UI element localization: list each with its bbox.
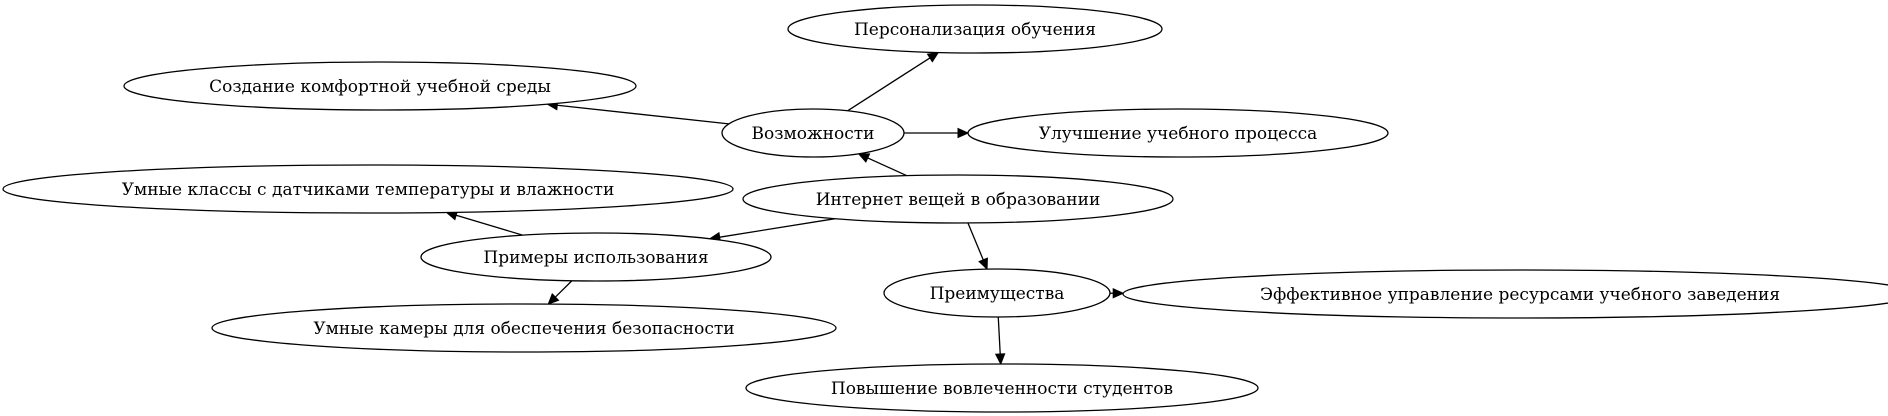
arrowhead-icon <box>994 353 1006 366</box>
node-smart-classes[interactable]: Умные классы с датчиками температуры и в… <box>2 164 734 214</box>
arrowhead-icon <box>978 257 988 271</box>
edge-opportunities-to-improvement <box>904 127 970 139</box>
node-label: Умные камеры для обеспечения безопасност… <box>313 319 734 339</box>
arrowhead-icon <box>957 127 970 139</box>
node-comfort[interactable]: Создание комфортной учебной среды <box>123 61 637 111</box>
edge-line <box>847 57 931 112</box>
arrowhead-icon <box>547 292 560 305</box>
edge-iot-to-opportunities <box>857 153 908 177</box>
node-engagement[interactable]: Повышение вовлеченности студентов <box>745 363 1259 413</box>
edge-line <box>557 104 729 125</box>
node-advantages[interactable]: Преимущества <box>883 268 1111 318</box>
node-iot[interactable]: Интернет вещей в образовании <box>742 174 1174 224</box>
edge-opportunities-to-personalization <box>847 51 940 112</box>
node-label: Персонализация обучения <box>854 20 1096 40</box>
node-label: Повышение вовлеченности студентов <box>831 379 1173 399</box>
edge-line <box>719 218 836 238</box>
node-examples[interactable]: Примеры использования <box>420 232 772 282</box>
node-opportunities[interactable]: Возможности <box>721 108 905 158</box>
edge-line <box>967 222 984 261</box>
node-label: Эффективное управление ресурсами учебног… <box>1260 285 1780 305</box>
node-label: Примеры использования <box>483 248 708 268</box>
arrowhead-icon <box>857 153 871 163</box>
node-resources[interactable]: Эффективное управление ресурсами учебног… <box>1122 269 1888 319</box>
node-label: Возможности <box>752 124 875 144</box>
node-label: Умные классы с датчиками температуры и в… <box>122 180 615 200</box>
edge-line <box>997 316 1001 355</box>
node-label: Преимущества <box>930 284 1065 304</box>
node-improvement[interactable]: Улучшение учебного процесса <box>967 108 1389 158</box>
arrowhead-icon <box>926 51 940 63</box>
nodes-layer: Интернет вещей в образовании Возможности… <box>2 4 1888 413</box>
edge-iot-to-examples <box>708 218 836 243</box>
edge-line <box>455 214 524 236</box>
arrowhead-icon <box>1112 287 1125 299</box>
edge-examples-to-smart_classes <box>445 210 524 236</box>
node-label: Интернет вещей в образовании <box>816 190 1101 210</box>
node-smart-cameras[interactable]: Умные камеры для обеспечения безопасност… <box>211 303 837 353</box>
node-label: Создание комфортной учебной среды <box>209 77 551 97</box>
edge-examples-to-smart_cameras <box>547 280 573 305</box>
edge-advantages-to-resources <box>1109 287 1125 299</box>
node-personalization[interactable]: Персонализация обучения <box>787 4 1163 54</box>
edge-opportunities-to-comfort <box>546 100 729 125</box>
node-label: Улучшение учебного процесса <box>1039 124 1318 144</box>
edge-advantages-to-engagement <box>994 316 1006 366</box>
edge-iot-to-advantages <box>967 222 988 271</box>
edge-line <box>867 157 908 177</box>
edge-line <box>554 280 573 298</box>
